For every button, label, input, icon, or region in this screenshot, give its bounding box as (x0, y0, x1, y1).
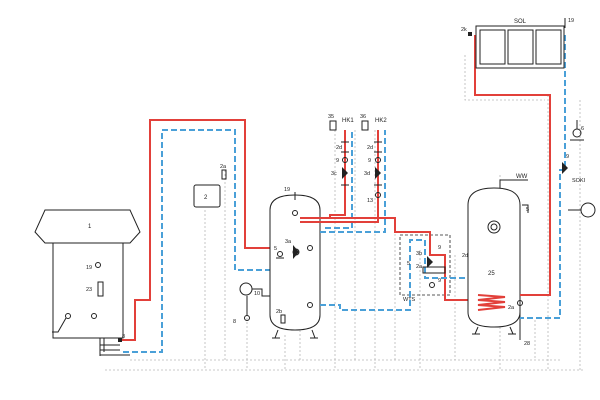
dhw-node-28: 28 (524, 341, 530, 347)
pump-icon: 3a 5 (274, 239, 300, 259)
boiler-node-8: 8 (122, 334, 125, 340)
sol-sensor-2k: 2k (461, 27, 467, 33)
hk1-pump-9: 9 (336, 158, 339, 164)
boiler-icon: 1 19 23 8 (34, 209, 141, 342)
fuse-label: 23 (86, 287, 92, 293)
hk2-sensor-label: 36 (360, 114, 366, 120)
buffer-tank-icon: 19 2b (269, 187, 321, 339)
solar-circuit: 19 2k 9 SOKI 6 (461, 18, 596, 319)
soki-label: SOKI (572, 178, 586, 184)
pump-3a-label: 3a (285, 239, 292, 245)
dhw-sensor-2a: 2a (508, 305, 515, 311)
controller-icon: 2 (193, 184, 221, 208)
hk2-pump-9: 9 (368, 158, 371, 164)
wts-valve-5: 5 (407, 261, 410, 267)
hk2-label: HK2 (375, 118, 387, 124)
hk1-sensor-2d: 2d (336, 145, 342, 151)
ww-label: WW (516, 174, 528, 180)
sol-vent-label: 19 (568, 18, 574, 24)
valve-5-left-label: 5 (274, 246, 277, 252)
boiler-connection-pipes (100, 344, 130, 356)
hk1-sensor-label: 35 (328, 114, 334, 120)
boiler-vent-label: 19 (86, 265, 92, 271)
hk1-label: HK1 (342, 118, 354, 124)
sensor-2a-label: 2a (220, 164, 227, 170)
hk1-pump-3c: 3c (331, 171, 337, 177)
sensor-icon: 2a (220, 164, 227, 180)
dhw-sensor-2d: 2d (462, 253, 468, 259)
boiler-number: 1 (88, 224, 92, 230)
sol-node-6: 6 (581, 126, 584, 132)
expansion-label: 8 (233, 319, 236, 325)
sensor-2b-label: 2b (276, 309, 282, 315)
wts-sensor-2a: 2a (416, 264, 423, 270)
wts-pump-9-top: 9 (438, 245, 441, 251)
wts-pump-3b: 3b (416, 251, 422, 257)
controller-number: 2 (204, 195, 208, 201)
heating-circuit-hk1: 35 HK1 2d 9 3c (300, 114, 354, 229)
wts-pump-9-bottom: 9 (438, 278, 441, 284)
valve-10-label: 10 (254, 291, 260, 297)
heating-circuit-hk2: 36 HK2 2d 9 3d 13 (300, 114, 387, 233)
sol-label: SOL (514, 19, 527, 25)
sol-pump-9: 9 (566, 154, 569, 160)
solar-collector-icon: SOL (475, 19, 565, 69)
valve-13-label: 13 (367, 198, 373, 204)
dhw-tank-icon: 25 WW 5 2a 28 (467, 174, 530, 347)
buffer-vent-label: 19 (284, 187, 290, 193)
hk2-pump-3d: 3d (364, 171, 370, 177)
hk2-sensor-2d: 2d (367, 145, 373, 151)
wts-station: WTS 3b 9 2a 5 9 2d (320, 217, 470, 311)
dhw-tank-number: 25 (488, 271, 495, 277)
